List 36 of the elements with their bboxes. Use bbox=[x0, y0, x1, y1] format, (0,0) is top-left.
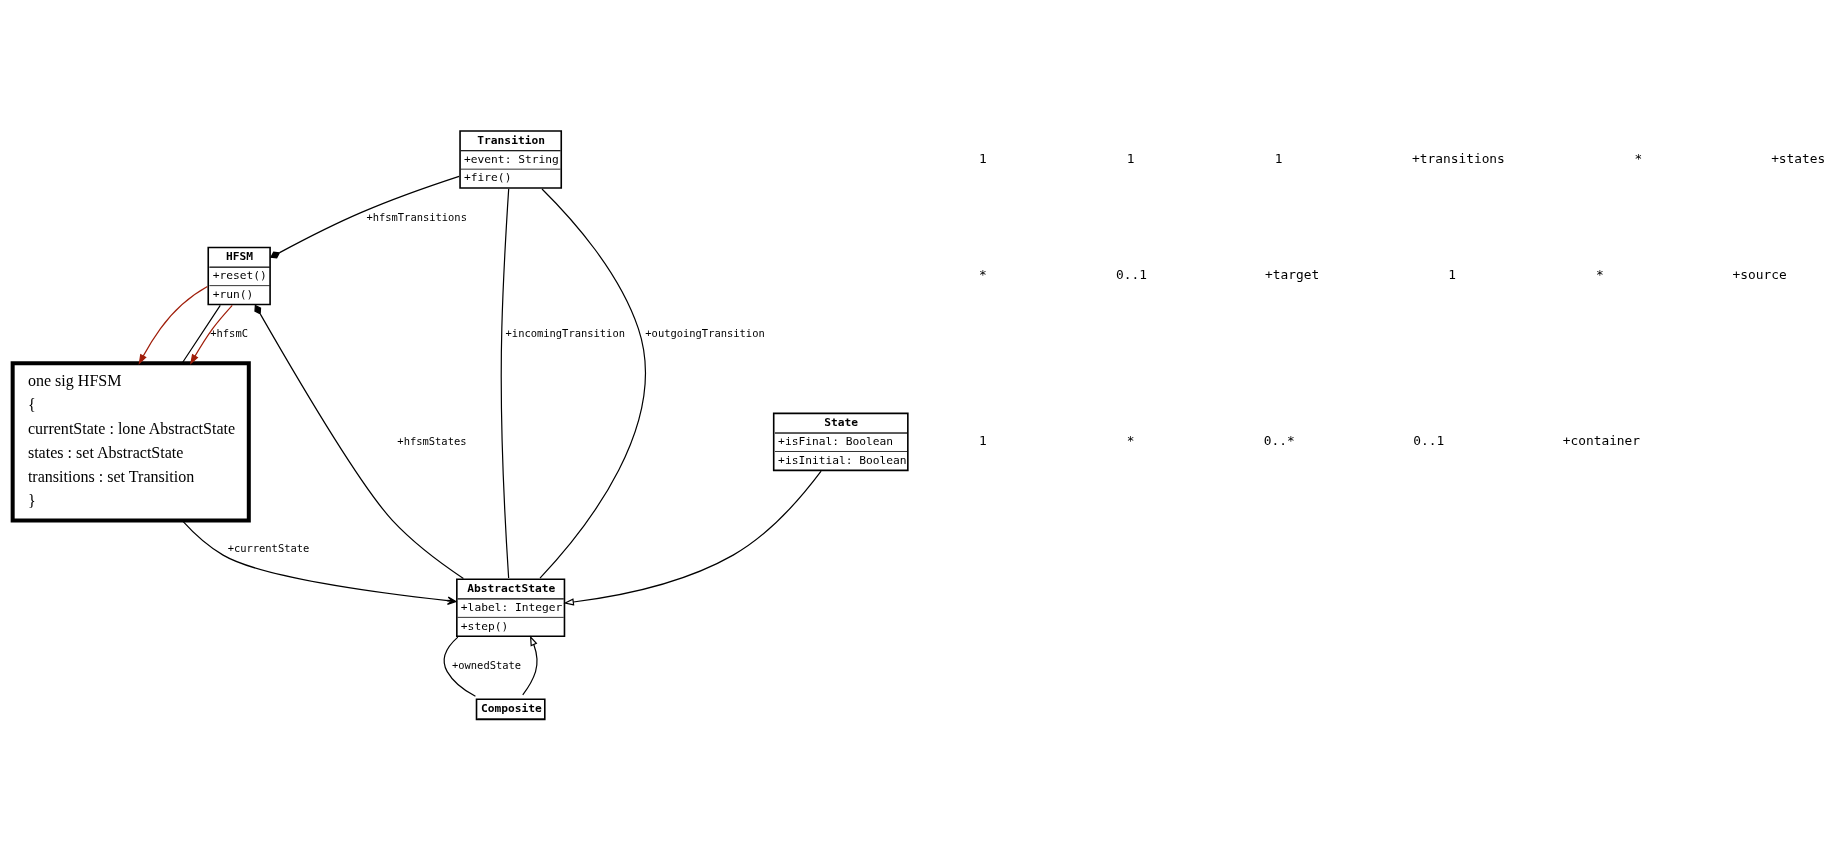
edge-label: +incomingTransition bbox=[505, 326, 625, 339]
label: +target bbox=[1265, 267, 1320, 283]
label: 1 bbox=[1126, 150, 1135, 166]
connector bbox=[181, 304, 221, 364]
edge-label: +hfsmTransitions bbox=[366, 210, 467, 223]
label: * bbox=[1634, 150, 1643, 166]
label: +transitions bbox=[1412, 150, 1505, 166]
label: +container bbox=[1562, 432, 1641, 448]
edge-label: +currentState bbox=[227, 542, 310, 555]
arrow bbox=[138, 285, 208, 365]
label: 0..* bbox=[1263, 432, 1295, 448]
edge-label: +outgoingTransition bbox=[645, 326, 765, 339]
arrow bbox=[181, 520, 457, 605]
label: * bbox=[1126, 432, 1135, 448]
label: 1 bbox=[1274, 150, 1283, 166]
edge-label: +hfsmStates bbox=[397, 434, 467, 447]
label: 0..1 bbox=[1116, 267, 1147, 283]
connector bbox=[269, 175, 460, 259]
label: 1 bbox=[979, 150, 987, 166]
edge-label: +ownedState bbox=[451, 658, 522, 671]
label: +states bbox=[1771, 150, 1826, 166]
label: * bbox=[1595, 267, 1604, 283]
label: 1 bbox=[979, 432, 987, 448]
connector bbox=[254, 304, 464, 579]
label: +source bbox=[1732, 267, 1787, 283]
node-box: one sig HFSM { currentState : lone AbstractState states : set AbstractState transitions : set Transition } bbox=[10, 361, 251, 523]
label: 0..1 bbox=[1413, 432, 1445, 448]
edge-label: +hfsmC bbox=[210, 326, 248, 339]
label: * bbox=[979, 267, 987, 283]
connector bbox=[500, 188, 510, 579]
connector bbox=[443, 636, 477, 697]
arrow bbox=[190, 304, 233, 365]
arrow bbox=[563, 470, 822, 606]
connector bbox=[539, 188, 646, 579]
arrow bbox=[522, 635, 538, 696]
label: 1 bbox=[1448, 267, 1456, 283]
